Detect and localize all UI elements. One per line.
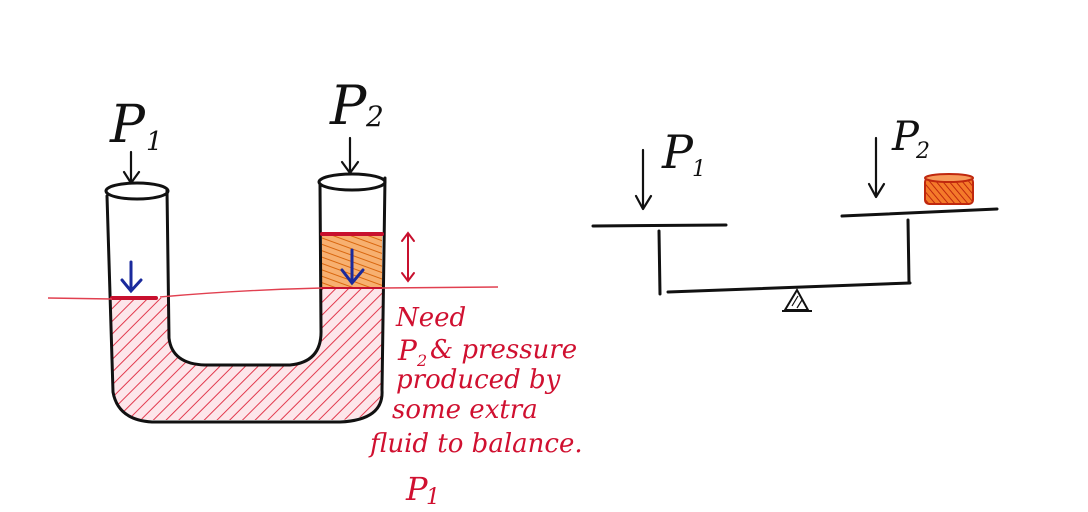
balance-right-arrow xyxy=(867,136,886,199)
left-pressure-arrow xyxy=(122,150,141,185)
balance-scale xyxy=(591,136,999,312)
note-line-2-sub: 2 xyxy=(416,351,427,370)
balance-beam xyxy=(666,281,912,294)
u-tube-inner-outline xyxy=(165,182,323,367)
right-p2-subscript: 2 xyxy=(915,139,930,164)
fluid-in-tube xyxy=(110,288,382,420)
left-p1-subscript: 1 xyxy=(146,127,163,157)
note-line-4: some extra xyxy=(392,395,538,425)
left-p2-subscript: 2 xyxy=(365,100,384,133)
note-line-6-p: P xyxy=(405,470,428,508)
right-pan-post xyxy=(906,218,911,284)
blue-arrow-right xyxy=(340,248,365,286)
left-p2-label: P xyxy=(329,74,368,137)
note-line-6-sub: 1 xyxy=(426,485,440,510)
right-p1-label: P xyxy=(661,125,694,179)
left-tube-opening xyxy=(104,181,170,201)
right-p2-label: P xyxy=(891,114,920,160)
balance-left-arrow xyxy=(634,148,653,211)
right-p1-subscript: 1 xyxy=(692,157,706,182)
note-line-2-p: P xyxy=(397,334,418,367)
left-pan-post xyxy=(657,229,662,296)
height-indicator xyxy=(401,231,415,283)
u-tube-outline xyxy=(105,176,387,424)
note-line-5: fluid to balance. xyxy=(368,429,583,459)
right-tube-opening xyxy=(317,172,387,192)
left-pan xyxy=(591,223,728,228)
u-tube-manometer xyxy=(47,136,499,424)
note-line-3: produced by xyxy=(396,365,561,395)
note-line-2-rest: & pressure xyxy=(430,335,577,365)
explanation-note: Need P 2 & pressure produced by some ext… xyxy=(368,303,583,510)
right-pan xyxy=(840,207,999,218)
fulcrum xyxy=(782,287,812,312)
extra-weight xyxy=(924,173,974,205)
blue-arrow-left xyxy=(120,260,143,294)
left-p1-label: P xyxy=(109,95,146,155)
note-line-1: Need xyxy=(395,303,466,333)
right-pressure-arrow xyxy=(340,136,360,175)
reference-level-line xyxy=(47,286,499,300)
